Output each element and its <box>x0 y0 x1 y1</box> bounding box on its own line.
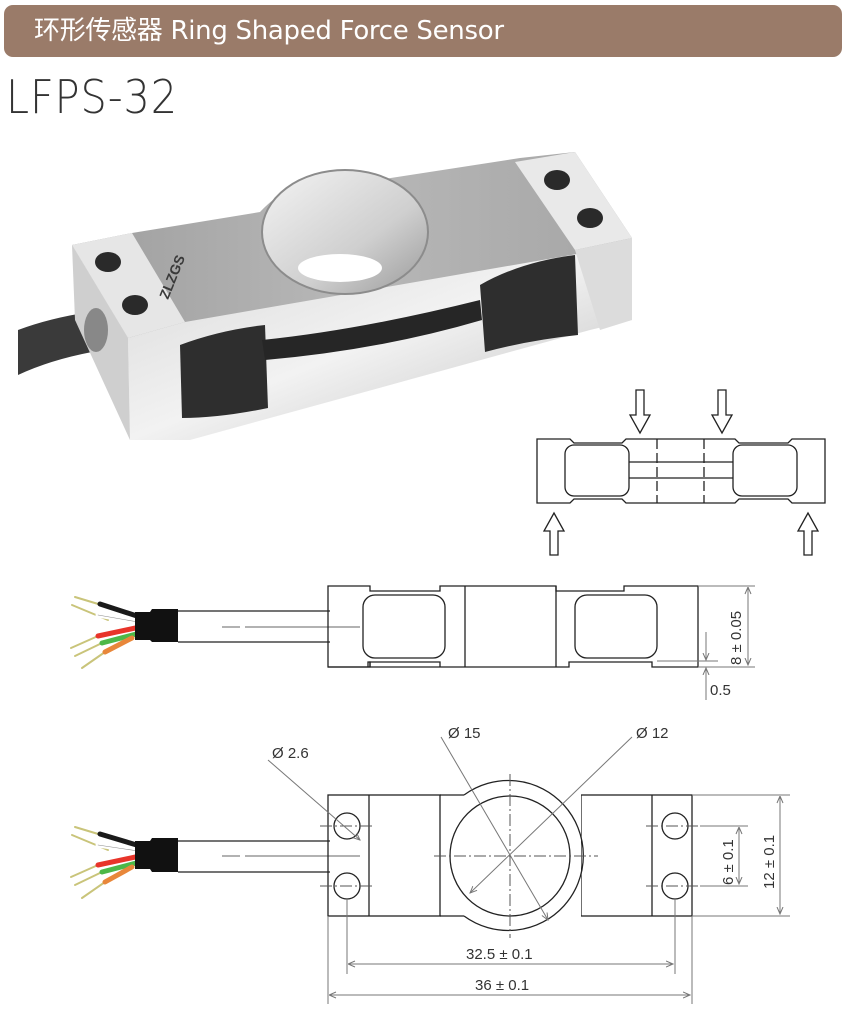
dimension-ring-outer: Ø 15 <box>448 725 481 742</box>
product-model-title: LFPS-32 <box>6 70 179 124</box>
dimension-ring-inner: Ø 12 <box>636 725 669 742</box>
dimension-length: 36 ± 0.1 <box>475 977 529 994</box>
header-title: 环形传感器 Ring Shaped Force Sensor <box>34 16 504 46</box>
force-arrow-down-icon <box>710 389 734 435</box>
load-diagram <box>536 389 826 556</box>
dimension-hole-spacing-horizontal: 32.5 ± 0.1 <box>466 946 533 963</box>
support-arrow-up-icon <box>796 511 820 556</box>
dimension-hole-spacing-vertical: 6 ± 0.1 <box>720 839 737 885</box>
product-photo: ZLZGS <box>18 152 632 440</box>
header-banner: 环形传感器 Ring Shaped Force Sensor <box>4 5 842 57</box>
force-arrow-down-icon <box>628 389 652 435</box>
cable-wires-icon <box>70 826 143 899</box>
dimension-mount-hole: Ø 2.6 <box>272 745 309 762</box>
side-view-drawing: 8 ± 0.05 0.5 <box>70 585 755 700</box>
support-arrow-up-icon <box>542 511 566 556</box>
top-view-drawing: Ø 2.6 Ø 15 Ø 12 6 ± 0.1 12 ± 0.1 32.5 ± … <box>70 725 790 1004</box>
dimension-gap: 0.5 <box>710 682 731 699</box>
cable-wires-icon <box>70 596 143 669</box>
dimension-width: 12 ± 0.1 <box>761 835 778 889</box>
dimension-height: 8 ± 0.05 <box>728 611 745 665</box>
